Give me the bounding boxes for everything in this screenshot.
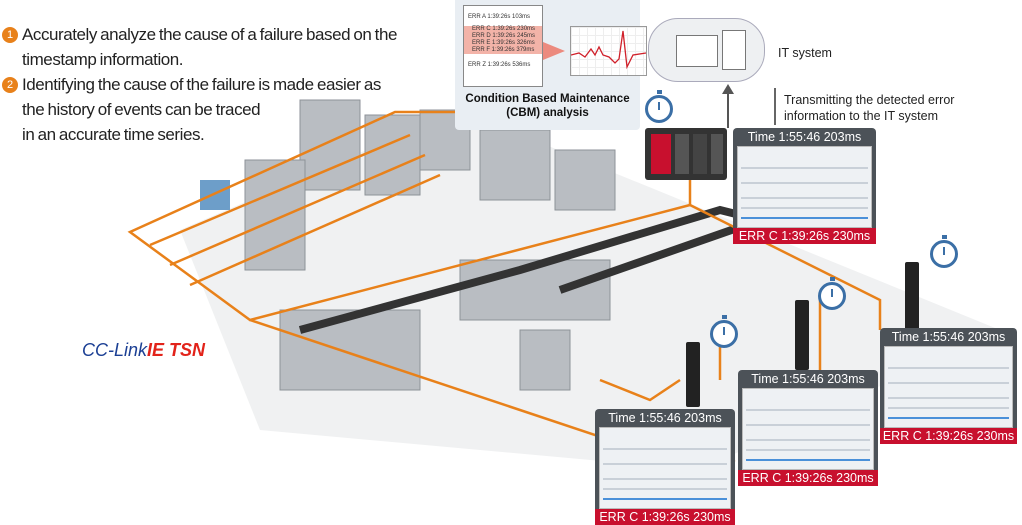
waveform-graph: [570, 26, 647, 76]
plc-unit: [686, 342, 700, 407]
cbm-title: Condition Based Maintenance(CBM) analysi…: [465, 93, 630, 119]
event-screen: Time 1:55:46 203ms ERR C 1:39:26s 230ms: [733, 128, 876, 244]
stopwatch-icon: [930, 235, 958, 268]
machine: [479, 129, 551, 201]
machine: [364, 114, 421, 196]
stopwatch-icon: [818, 277, 846, 310]
plc-unit: [795, 300, 809, 370]
machine: [459, 259, 611, 321]
stopwatch-icon: [710, 315, 738, 348]
cc-link-ie-tsn-logo: CC-LinkIE TSN: [82, 340, 206, 360]
machine: [554, 149, 616, 211]
plc-unit: [905, 262, 919, 332]
machine: [299, 99, 361, 191]
machine: [244, 159, 306, 271]
event-screen: Time 1:55:46 203ms ERR C 1:39:26s 230ms: [595, 409, 735, 525]
server-icon: [676, 35, 718, 67]
plc-unit: [645, 128, 727, 180]
it-system-label: IT system: [778, 46, 832, 60]
event-screen: Time 1:55:46 203ms ERR C 1:39:26s 230ms: [880, 328, 1017, 444]
cbm-panel: ERR A 1:39:26s 103ms ERR C 1:39:26s 230m…: [455, 0, 647, 130]
arrow-right-icon: [543, 42, 565, 60]
machine: [519, 329, 571, 391]
stopwatch-icon: [645, 90, 673, 123]
event-screen: Time 1:55:46 203ms ERR C 1:39:26s 230ms: [738, 370, 878, 486]
server-icon: [722, 30, 746, 70]
error-log-document: ERR A 1:39:26s 103ms ERR C 1:39:26s 230m…: [463, 5, 543, 87]
machine: [279, 309, 421, 391]
